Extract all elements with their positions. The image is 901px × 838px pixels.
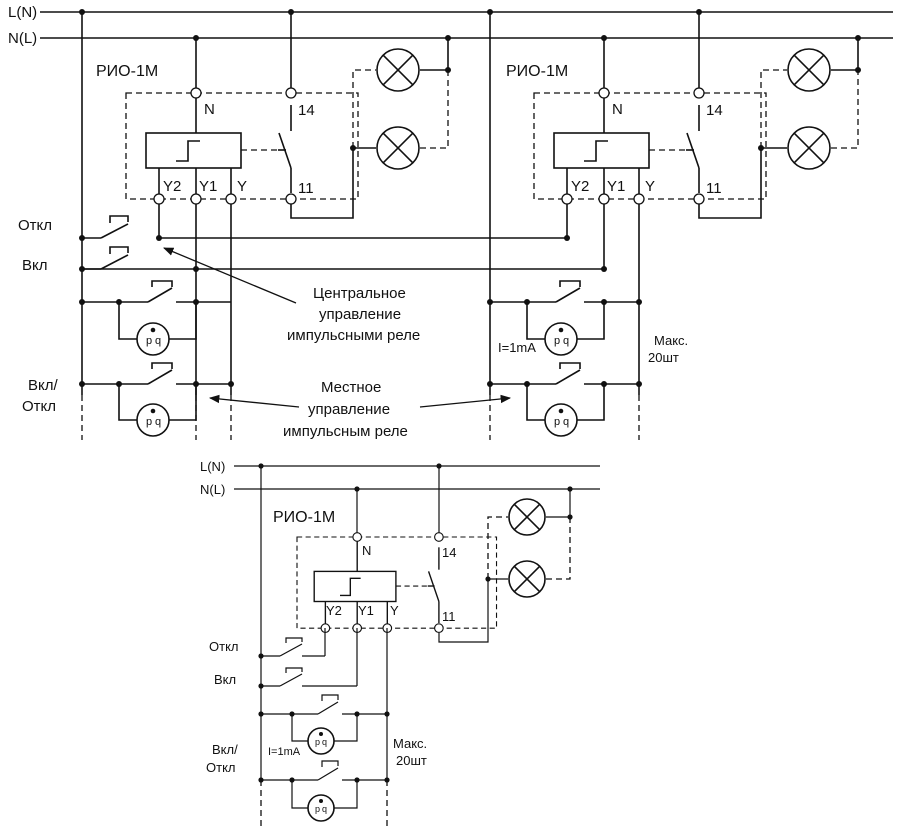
line-n-label: N(L) (8, 30, 37, 47)
relay2-y2: Y2 (571, 178, 589, 195)
lamp-2a (787, 48, 831, 92)
lamp-2b (787, 126, 831, 170)
btn-onoff-label-2: Откл (22, 398, 56, 415)
local-row-1 (79, 280, 231, 356)
relay3-y2: Y2 (326, 603, 342, 618)
relay1-y2: Y2 (163, 178, 181, 195)
line-l-label: L(N) (8, 4, 37, 21)
b-btn-onoff-label-2: Откл (206, 760, 236, 775)
max-note-2: 20шт (648, 350, 679, 365)
relay1-y1: Y1 (199, 178, 217, 195)
b-max-note-2: 20шт (396, 753, 427, 768)
local-note-2: управление (308, 401, 390, 418)
relay2-n: N (612, 101, 623, 118)
b-local-row-2 (258, 760, 390, 822)
relay2-y: Y (645, 178, 655, 195)
central-note-2: управление (319, 306, 401, 323)
btn-onoff-label-1: Вкл/ (28, 377, 58, 394)
relay3-name: РИО-1М (273, 509, 335, 526)
b-max-note-1: Макс. (393, 736, 427, 751)
top-diagram: L(N) N(L) РИО-1М N 14 11 Y2 Y1 Y (8, 4, 893, 440)
lamp-3b (508, 560, 546, 598)
local-row-3 (487, 280, 639, 356)
lamp-1a (376, 48, 420, 92)
relay2-14: 14 (706, 102, 723, 119)
bottom-diagram: L(N) N(L) РИО-1М N 14 11 Y2 Y1 Y (200, 459, 600, 830)
relay3-14: 14 (442, 545, 456, 560)
relay3-n: N (362, 543, 371, 558)
relay2-y1: Y1 (607, 178, 625, 195)
relay1-14: 14 (298, 102, 315, 119)
current-note: I=1mA (498, 340, 536, 355)
relay3-11: 11 (442, 609, 456, 624)
b-btn-onoff-label-1: Вкл/ (212, 742, 238, 757)
central-note-1: Центральное (313, 285, 406, 302)
b-line-l-label: L(N) (200, 459, 225, 474)
btn-off-label: Откл (18, 217, 52, 234)
relay2-11: 11 (706, 180, 722, 197)
relay3-y: Y (390, 603, 399, 618)
central-note-3: импульсными реле (287, 327, 420, 344)
max-note-1: Макс. (654, 333, 688, 348)
local-row-4 (487, 362, 642, 437)
b-btn-on-label: Вкл (214, 672, 236, 687)
local-row-2 (79, 362, 234, 437)
relay3-y1: Y1 (358, 603, 374, 618)
b-btn-off-label: Откл (209, 639, 239, 654)
relay2-name: РИО-1М (506, 63, 568, 80)
b-line-n-label: N(L) (200, 482, 225, 497)
b-local-row-1 (258, 694, 390, 755)
local-note-3: импульсным реле (283, 423, 408, 440)
lamp-3a (508, 498, 546, 536)
btn-on-label: Вкл (22, 257, 48, 274)
relay1-11: 11 (298, 180, 314, 197)
relay1-n: N (204, 101, 215, 118)
b-current-note: I=1mA (268, 746, 301, 758)
lamp-1b (376, 126, 420, 170)
relay1-name: РИО-1М (96, 63, 158, 80)
local-note-1: Местное (321, 379, 381, 396)
relay1-y: Y (237, 178, 247, 195)
